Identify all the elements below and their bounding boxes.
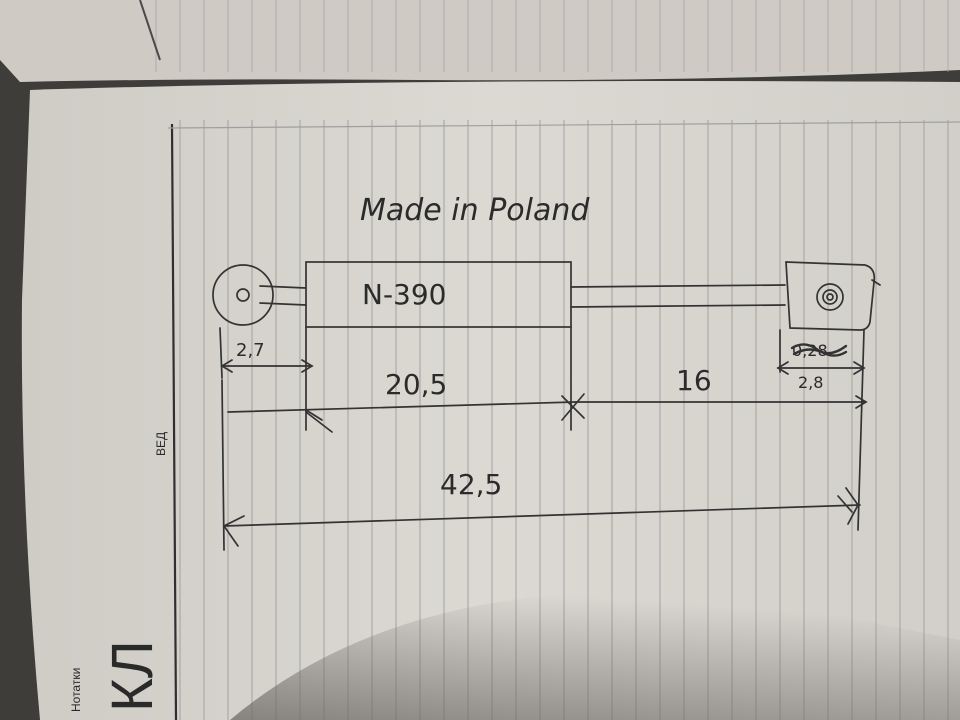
hand-shadow [230, 592, 960, 720]
dim-left-end: 2,7 [236, 340, 265, 361]
notebook-branding: Нотатки КЛ ВЕД [69, 432, 168, 712]
component-body [305, 261, 572, 328]
dim-body: 20,5 [385, 368, 447, 401]
notebook-logo: КЛ [100, 640, 165, 712]
component-label: N-390 [362, 278, 447, 311]
right-terminal [785, 261, 876, 331]
dim-right-end: 2,8 [798, 373, 823, 392]
scribble-over-note [790, 343, 848, 357]
notebook-header-label: Нотатки [69, 668, 83, 712]
sketch-title: Made in Poland [360, 193, 590, 228]
left-terminal [212, 264, 274, 326]
left-terminal-hole [236, 288, 250, 302]
notebook-side-mark: ВЕД [154, 432, 168, 456]
dim-total: 42,5 [440, 468, 502, 501]
right-terminal-hole [816, 283, 844, 311]
previous-page [0, 0, 960, 82]
dim-tick-cross [561, 393, 585, 421]
resistor-sketch: Made in Poland N-390 0,28 2,7 20,5 [212, 193, 881, 551]
dim-line-total [223, 504, 861, 527]
dim-lead: 16 [676, 364, 712, 397]
notebook-page [21, 81, 960, 720]
margin-line [170, 123, 178, 720]
